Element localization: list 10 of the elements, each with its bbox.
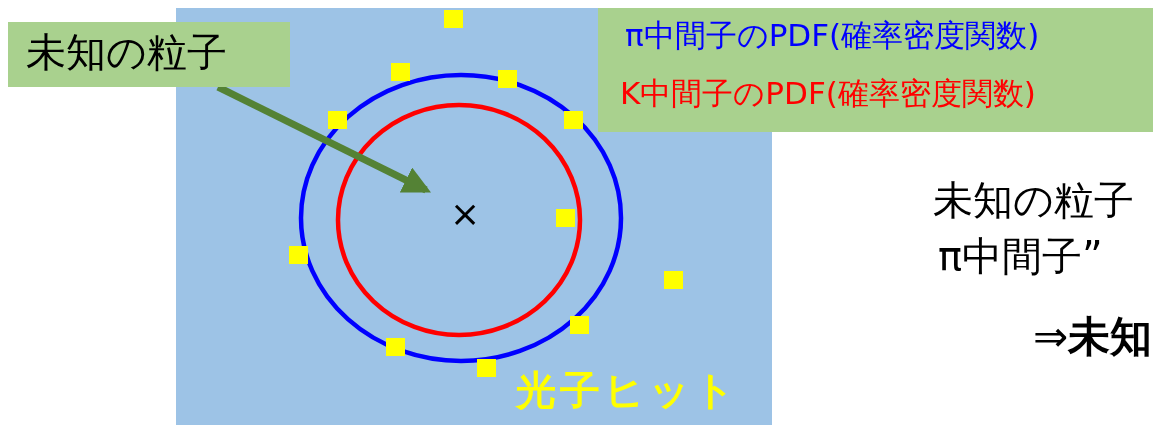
pdf-legend-text: π中間子のPDF(確率密度関数) [625,16,1040,55]
label-box [598,8,1153,132]
pdf-legend-text: K中間子のPDF(確率密度関数) [620,74,1036,113]
particle-position-mark: × [448,192,482,236]
conclusion-text: ⇒未知 [1033,312,1153,363]
label-box [8,22,290,87]
box-label: 未知の粒子 [26,28,227,76]
photon-hit-label: 光子ヒット [516,366,739,414]
explanation-text: π中間子” [938,232,1103,280]
explanation-text: 未知の粒子 [933,176,1134,224]
